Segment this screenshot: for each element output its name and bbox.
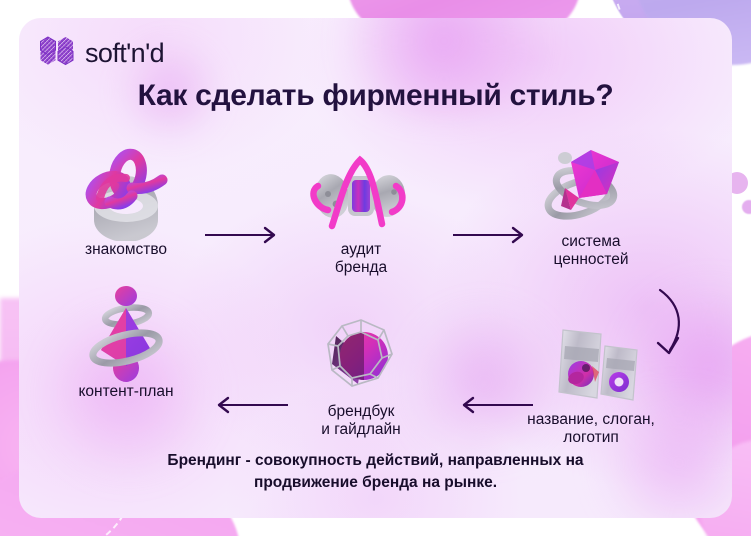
decorative-dot-far-right (742, 200, 751, 214)
step-label: название, слоган, логотип (527, 411, 655, 447)
arrow-left-1 (456, 396, 534, 419)
step-label: система ценностей (553, 233, 629, 269)
footer-caption: Брендинг - совокупность действий, направ… (167, 452, 584, 491)
knot-torus-icon (41, 146, 211, 241)
arrow-right-2 (452, 226, 530, 249)
glass-blocks-icon (506, 316, 676, 411)
step-label: брендбук и гайдлайн (321, 403, 401, 439)
diamond-orbit-icon (41, 285, 211, 383)
step-item-brendbuk-gaydlayn[interactable]: брендбук и гайдлайн (276, 308, 446, 440)
step-label: знакомство (84, 241, 168, 258)
gem-ring-icon (506, 138, 676, 233)
arrow-curve-down (646, 286, 702, 369)
brand-logo[interactable]: soft'n'd (39, 36, 165, 71)
page-title: Как сделать фирменный стиль? (137, 79, 614, 112)
step-item-sistema-cennostey[interactable]: система ценностей (506, 138, 676, 270)
arrow-left-2 (211, 396, 289, 419)
step-item-nazvanie-slogan-logotip[interactable]: название, слоган, логотип (506, 316, 676, 448)
step-label: контент-план (78, 383, 174, 400)
step-item-audit-brenda[interactable]: аудит бренда (276, 146, 446, 278)
step-item-kontent-plan[interactable]: контент-план (41, 285, 211, 401)
caged-sphere-icon (276, 308, 446, 403)
content-card: soft'n'd Как сделать фирменный стиль? (19, 18, 732, 518)
magnifier-spiral-icon (276, 146, 446, 241)
step-label: аудит бренда (334, 241, 388, 277)
brand-name: soft'n'd (85, 38, 165, 68)
step-item-znakomstvo[interactable]: знакомство (41, 146, 211, 259)
hexagon-knot-icon (39, 36, 75, 71)
arrow-right-1 (204, 226, 282, 249)
